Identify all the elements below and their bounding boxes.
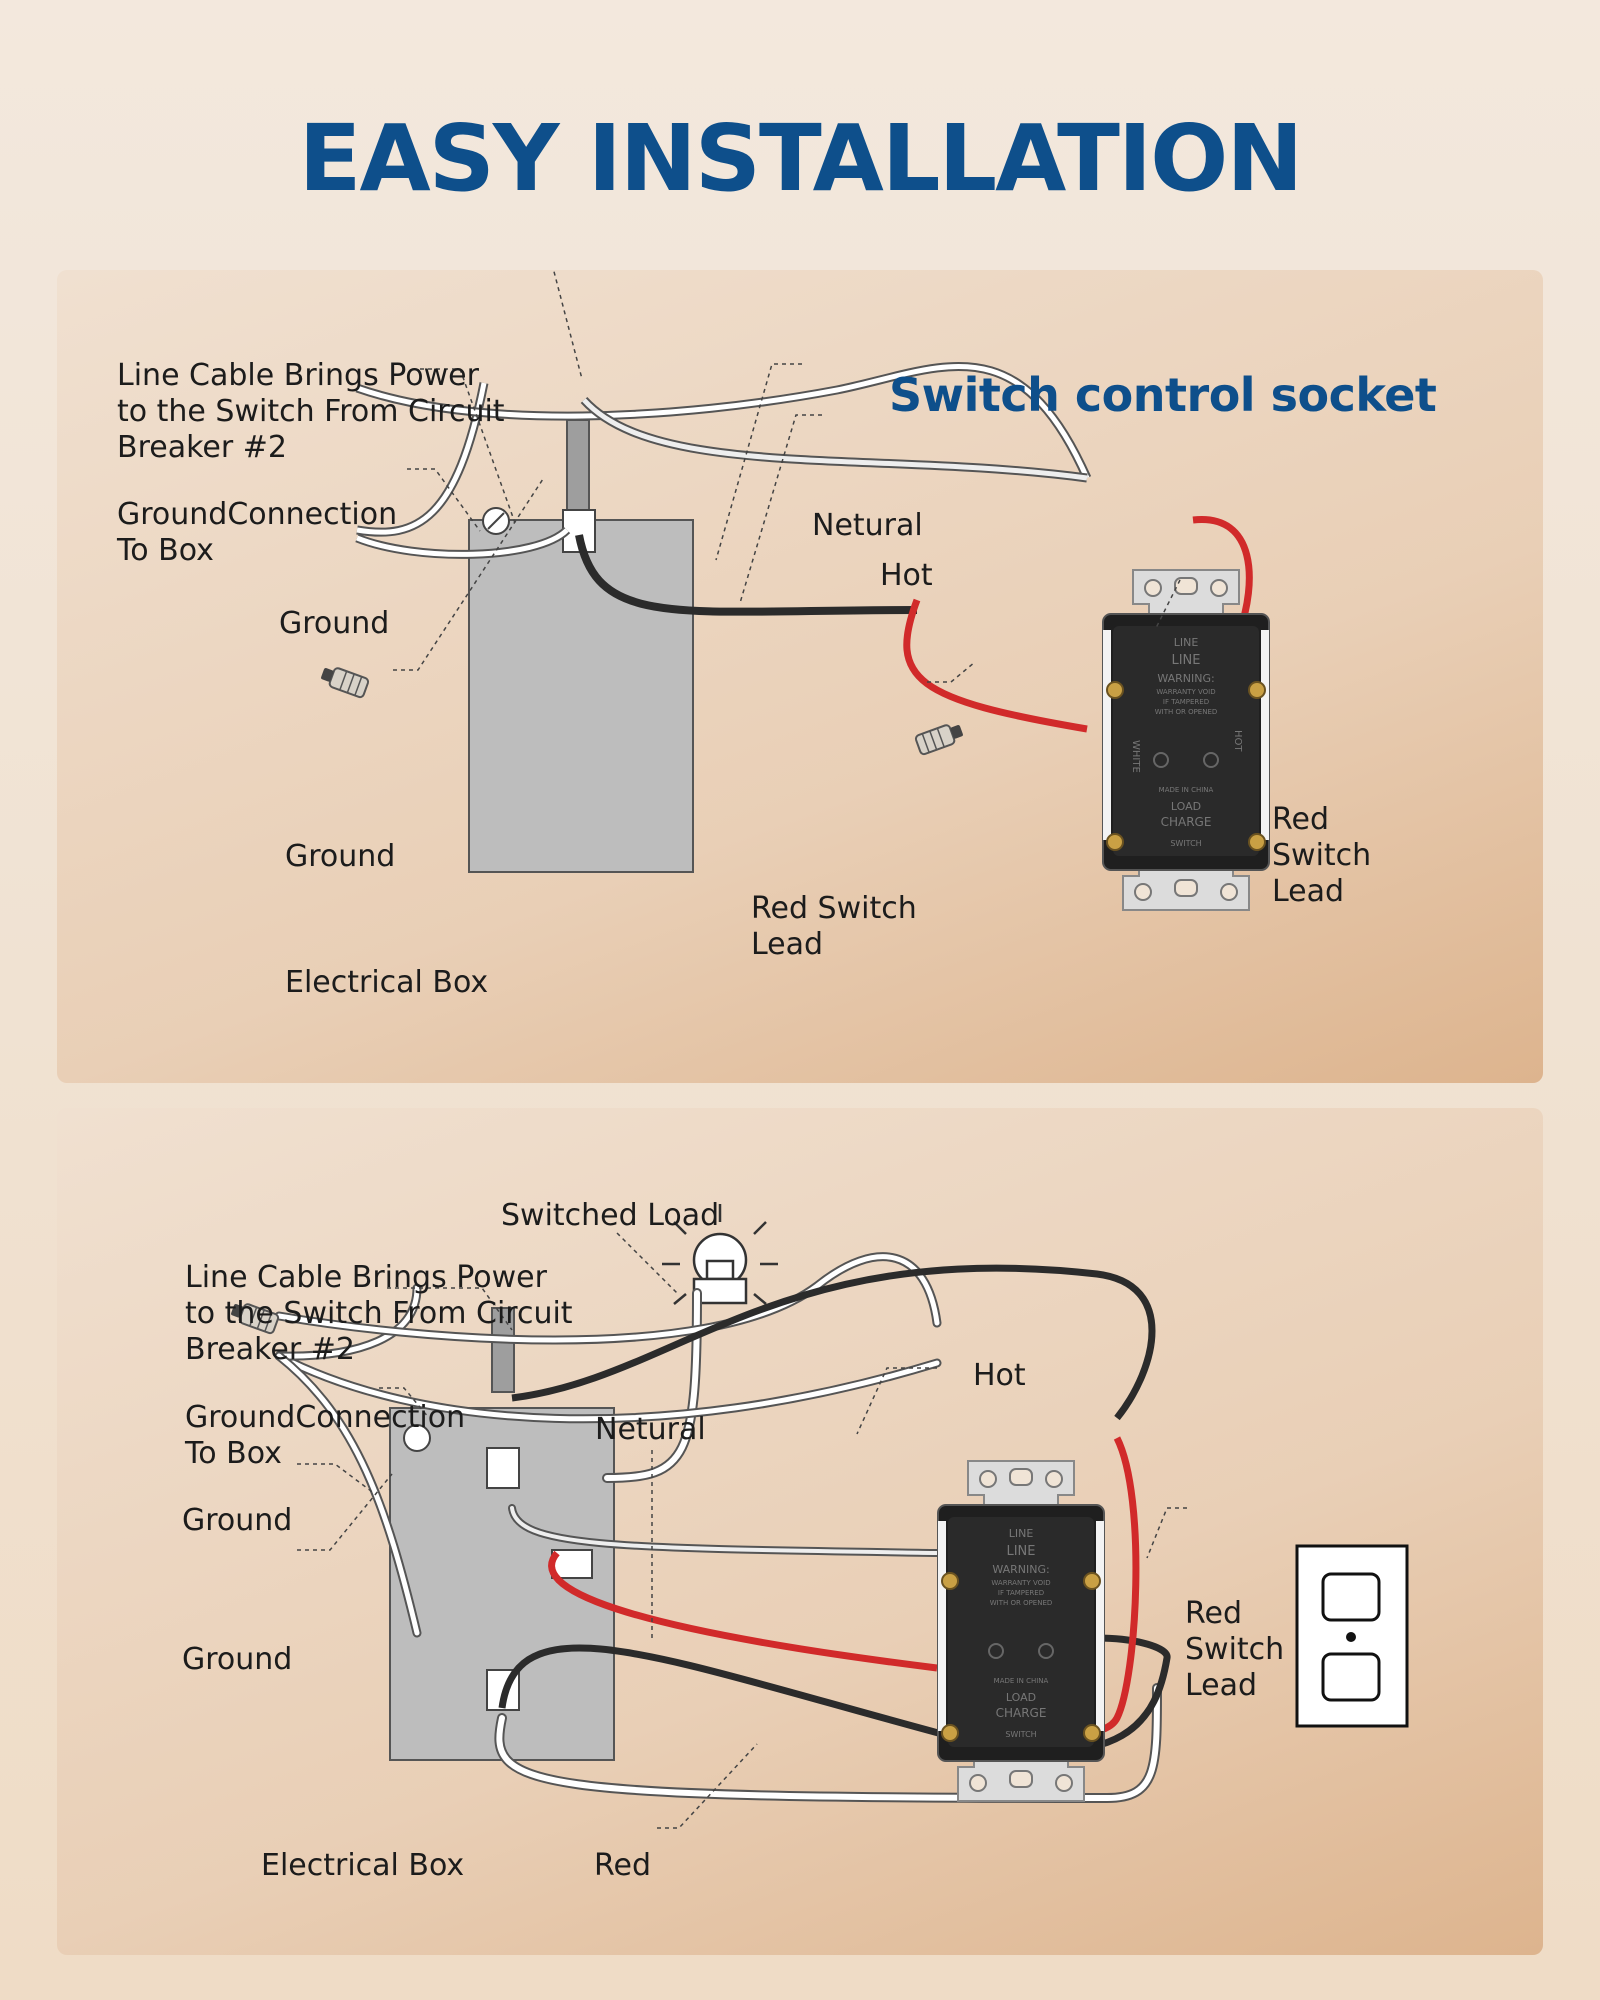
label-ground-top: Ground bbox=[279, 606, 390, 641]
label-hot: Hot bbox=[973, 1358, 1026, 1393]
label-electrical-box: Electrical Box bbox=[261, 1848, 465, 1883]
label-line-cable: Line Cable Brings Power to the Switch Fr… bbox=[117, 358, 505, 465]
label-ground-bottom: Ground bbox=[285, 839, 396, 874]
wire-nut-icon bbox=[231, 1303, 280, 1335]
label-line-cable: Line Cable Brings Power to the Switch Fr… bbox=[185, 1260, 573, 1367]
label-red-switch-lead-left: Red Switch Lead bbox=[751, 891, 917, 962]
light-bulb-icon bbox=[662, 1204, 778, 1305]
ground-screw-icon bbox=[403, 1424, 431, 1452]
wiring-diagram-1: LINE LINE WARNING: WARRANTY VOID IF TAMP… bbox=[318, 270, 1270, 911]
label-hot: Hot bbox=[880, 558, 933, 593]
label-neutral: Netural bbox=[595, 1412, 706, 1447]
wiring-diagram-2: LINE LINE WARNING: WARRANTY VOID IF TAMP… bbox=[231, 1204, 1409, 1829]
line-cable bbox=[566, 419, 590, 521]
panel-subtitle: Switch control socket bbox=[889, 368, 1437, 422]
switched-load-panel: LINE LINE WARNING: WARRANTY VOID IF TAMP… bbox=[57, 1108, 1543, 1955]
label-neutral: Netural bbox=[812, 508, 923, 543]
label-red-switch-lead-right: Red Switch Lead bbox=[1272, 802, 1372, 909]
wire-nut-icon bbox=[318, 662, 371, 700]
page-title: EASY INSTALLATION bbox=[298, 105, 1304, 212]
label-ground-connection: GroundConnection To Box bbox=[117, 497, 398, 568]
wall-outlet-icon bbox=[1295, 1544, 1409, 1728]
label-electrical-box: Electrical Box bbox=[285, 965, 489, 1000]
receptacle-icon bbox=[937, 1460, 1105, 1802]
line-cable bbox=[491, 1307, 515, 1393]
label-ground-top: Ground bbox=[182, 1503, 293, 1538]
switch-control-socket-panel: LINE LINE WARNING: WARRANTY VOID IF TAMP… bbox=[57, 270, 1543, 1083]
label-red: Red bbox=[594, 1848, 651, 1883]
electrical-box bbox=[468, 519, 694, 873]
wire-nut-icon bbox=[913, 719, 966, 757]
label-ground-connection: GroundConnection To Box bbox=[185, 1400, 466, 1471]
label-ground-bottom: Ground bbox=[182, 1642, 293, 1677]
label-red-switch-lead: Red Switch Lead bbox=[1185, 1596, 1285, 1703]
receptacle-icon bbox=[1102, 569, 1270, 911]
label-switched-load: Switched Load bbox=[501, 1198, 720, 1233]
